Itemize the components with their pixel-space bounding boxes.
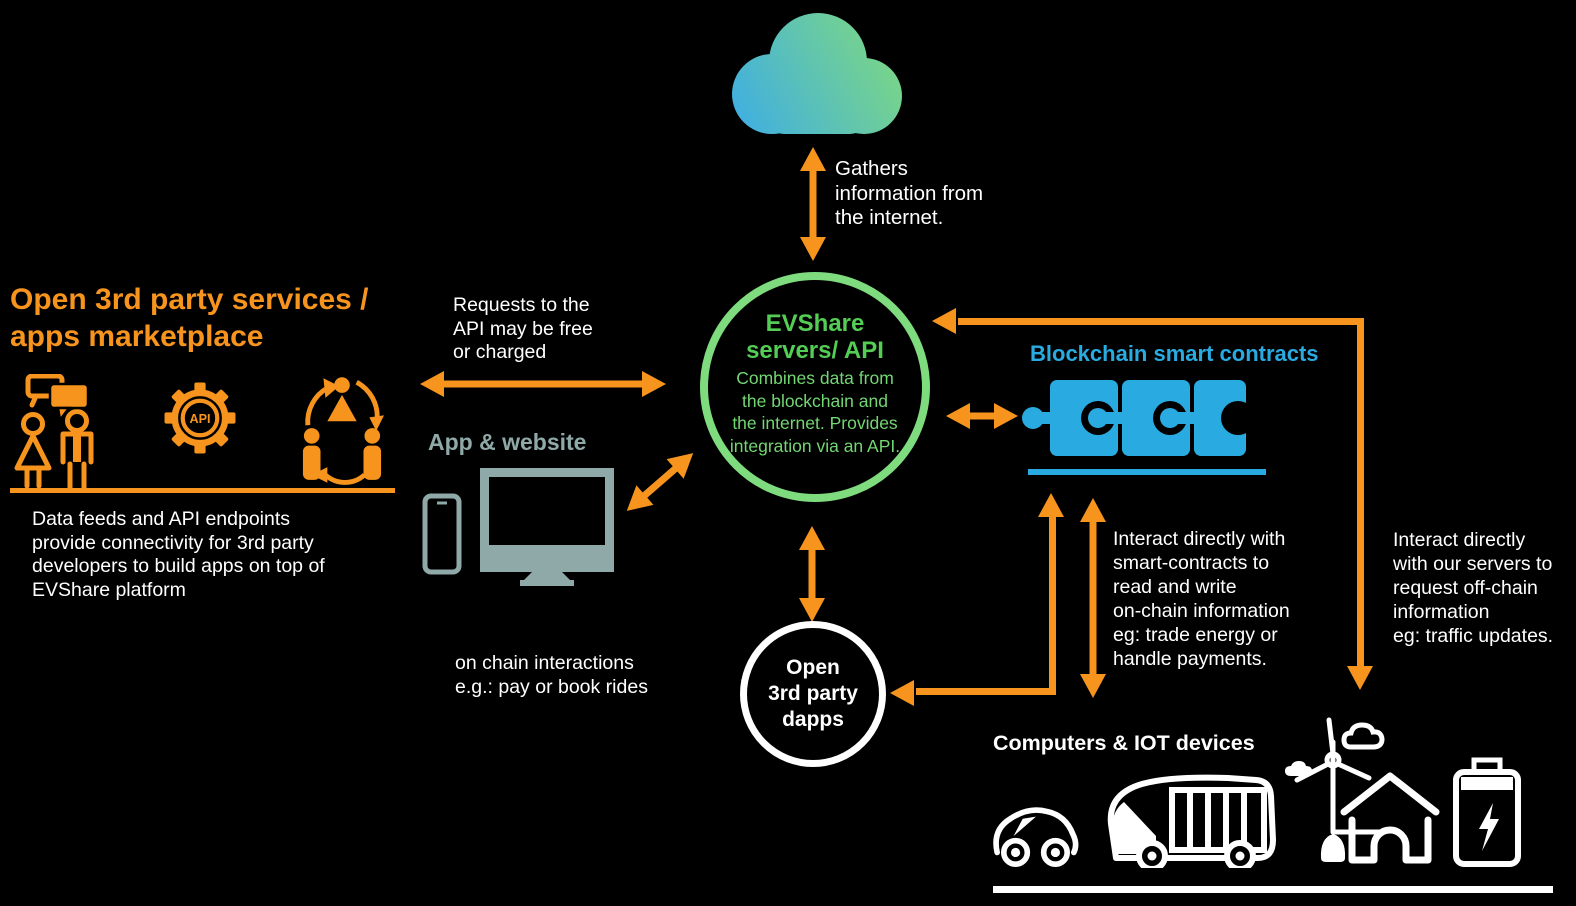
- iot-underline: [993, 886, 1553, 893]
- dapps-elbow-arrow-head-up: [1038, 493, 1064, 517]
- marketplace-heading: Open 3rd party services / apps marketpla…: [10, 283, 369, 353]
- dapps-label: Open 3rd party dapps: [768, 656, 858, 731]
- marketplace-circle-arrow: [420, 371, 666, 397]
- servers-elbow-arrow-head-left: [932, 308, 956, 334]
- servers-elbow-arrow-horizontal: [958, 318, 1362, 325]
- internet-note: Gathers information from the internet.: [835, 157, 984, 229]
- marketplace-description: Data feeds and API endpoints provide con…: [32, 508, 325, 601]
- wind-turbine-icon: [1285, 717, 1385, 862]
- dapps-elbow-arrow-horizontal: [916, 688, 1056, 695]
- battery-icon: [1453, 757, 1521, 867]
- evshare-circle: EVShare servers/ API Combines data from …: [700, 272, 930, 502]
- phone-icon: [422, 493, 462, 575]
- blockchain-underline: [1028, 469, 1266, 475]
- smartcontracts-note: Interact directly with smart-contracts t…: [1113, 528, 1290, 670]
- servers-access-note: Interact directly with our servers to re…: [1393, 529, 1554, 647]
- people-chat-icon: [14, 374, 94, 491]
- puzzle-pieces-icon: [1022, 380, 1246, 456]
- house-icon: [1340, 772, 1440, 864]
- circle-blockchain-arrow: [946, 403, 1018, 429]
- evshare-title: EVShare servers/ API: [746, 310, 884, 364]
- iot-heading: Computers & IOT devices: [993, 731, 1255, 755]
- smartcontract-devices-arrow: [1080, 498, 1106, 698]
- app-circle-arrow: [618, 443, 702, 521]
- dapps-circle: Open 3rd party dapps: [740, 621, 886, 767]
- dapps-elbow-arrow-head-left: [890, 680, 914, 706]
- app-website-heading: App & website: [428, 429, 587, 455]
- circle-dapps-arrow: [799, 526, 825, 622]
- onchain-note: on chain interactions e.g.: pay or book …: [455, 652, 648, 698]
- servers-elbow-arrow-vertical: [1357, 318, 1364, 668]
- api-requests-note: Requests to the API may be free or charg…: [453, 294, 593, 363]
- monitor-icon: [480, 468, 614, 586]
- api-gear-label: API: [190, 412, 211, 426]
- servers-elbow-arrow-head-down: [1347, 666, 1373, 690]
- internet-cloud-icon: [732, 13, 902, 134]
- api-gear-icon: API: [164, 382, 236, 454]
- evshare-body: Combines data from the blockchain and th…: [729, 368, 901, 456]
- blockchain-heading: Blockchain smart contracts: [1030, 341, 1319, 366]
- shuttle-bus-icon: [1107, 774, 1276, 868]
- dapps-elbow-arrow-vertical: [1049, 516, 1056, 695]
- share-cycle-icon: [302, 377, 384, 485]
- marketplace-divider: [10, 488, 395, 493]
- internet-circle-arrow: [800, 147, 826, 261]
- car-icon: [993, 807, 1079, 868]
